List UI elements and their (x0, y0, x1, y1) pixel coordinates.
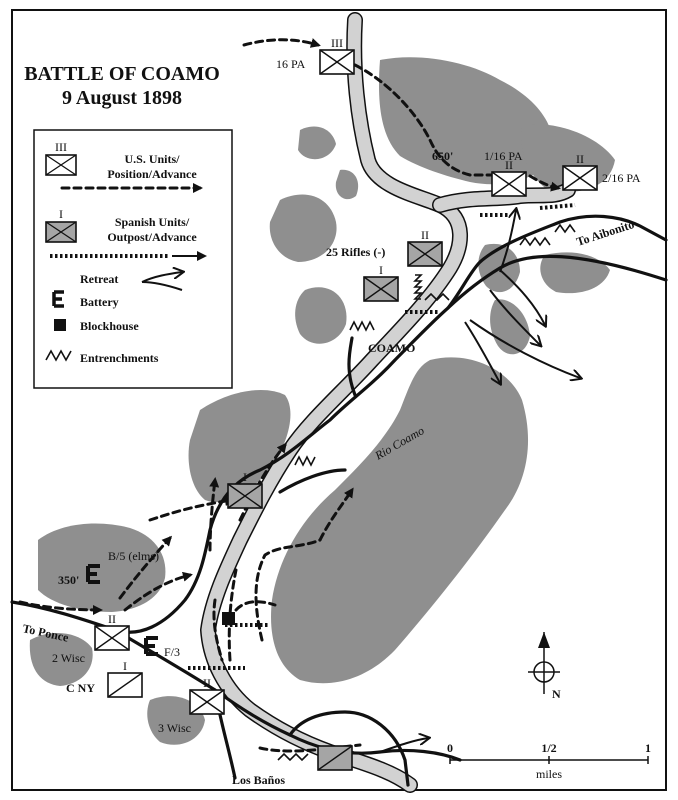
label-16pa: 16 PA (276, 57, 306, 71)
unit-echelon: II (505, 158, 513, 172)
compass-north-label: N (552, 687, 561, 701)
label-1-16pa: 1/16 PA (484, 149, 523, 163)
label-25-rifles: 25 Rifles (-) (326, 245, 385, 259)
unit-2-wisc: II (94, 612, 130, 651)
legend-spanish-unit-icon (45, 221, 77, 243)
map-legend: III U.S. Units/ Position/Advance I Spani… (33, 129, 233, 389)
north-compass: N (528, 632, 561, 701)
scale-tick-1: 1 (645, 741, 651, 755)
scale-unit: miles (536, 767, 562, 781)
unit-echelon: II (203, 676, 211, 690)
unit-echelon: II (108, 612, 116, 626)
map-title: BATTLE OF COAMO (24, 63, 220, 85)
unit-spanish-company-coamo: I (363, 263, 399, 302)
unit-echelon: III (331, 36, 343, 50)
label-f3: F/3 (164, 645, 180, 659)
unit-echelon: I (243, 470, 247, 484)
legend-us-echelon: III (55, 140, 67, 154)
legend-us-label-2: Position/Advance (107, 167, 197, 181)
legend-us-label-1: U.S. Units/ (124, 152, 180, 166)
blockhouse-marker (222, 612, 235, 625)
label-2-16pa: 2/16 PA (602, 171, 641, 185)
label-b5-elms: B/5 (elms) (108, 549, 159, 563)
legend-battery-label: Battery (80, 295, 119, 309)
unit-16pa: III (319, 36, 355, 75)
legend-blockhouse-icon (54, 319, 66, 331)
legend-retreat-label: Retreat (80, 272, 118, 286)
scale-bar: 0 1/2 1 miles (447, 741, 651, 781)
roads (10, 214, 668, 787)
label-3-wisc: 3 Wisc (158, 721, 191, 735)
unit-c-ny: I (107, 659, 143, 698)
legend-spanish-label-2: Outpost/Advance (107, 230, 197, 244)
label-c-ny: C NY (66, 681, 95, 695)
legend-retreat-arrow (141, 272, 182, 283)
scale-tick-half: 1/2 (541, 741, 556, 755)
battery-marker-f3 (144, 636, 158, 656)
unit-2-16pa: II (562, 152, 598, 191)
us-advance-routes (18, 38, 561, 753)
unit-25-rifles: II (407, 228, 443, 267)
unit-echelon: II (421, 228, 429, 242)
legend-entrenchment-icon (45, 349, 72, 362)
unit-echelon: I (123, 659, 127, 673)
map-subtitle: 9 August 1898 (62, 87, 182, 109)
unit-echelon: I (379, 263, 383, 277)
elevation-650: 650' (432, 149, 453, 163)
legend-spanish-label-1: Spanish Units/ (115, 215, 190, 229)
battery-marker-b5 (86, 564, 100, 584)
label-2-wisc: 2 Wisc (52, 651, 85, 665)
scale-tick-0: 0 (447, 741, 453, 755)
legend-retreat-arrow-lower (141, 281, 183, 291)
unit-1-16pa: II (491, 158, 527, 197)
legend-us-unit-icon (45, 154, 77, 176)
unit-echelon: II (576, 152, 584, 166)
elevation-350: 350' (58, 573, 79, 587)
label-los-banos: Los Baños (232, 773, 285, 787)
label-coamo: COAMO (368, 341, 415, 355)
unit-spanish-los-banos (317, 745, 353, 771)
entrenchment-lines (277, 223, 576, 762)
legend-entrenchments-label: Entrenchments (80, 351, 159, 365)
spanish-retreat-routes (379, 210, 580, 753)
unit-3-wisc: II (189, 676, 225, 715)
legend-battery-icon (52, 290, 64, 308)
legend-blockhouse-label: Blockhouse (80, 319, 139, 333)
unit-spanish-company-center: I (227, 470, 263, 509)
legend-sp-echelon: I (59, 207, 63, 221)
